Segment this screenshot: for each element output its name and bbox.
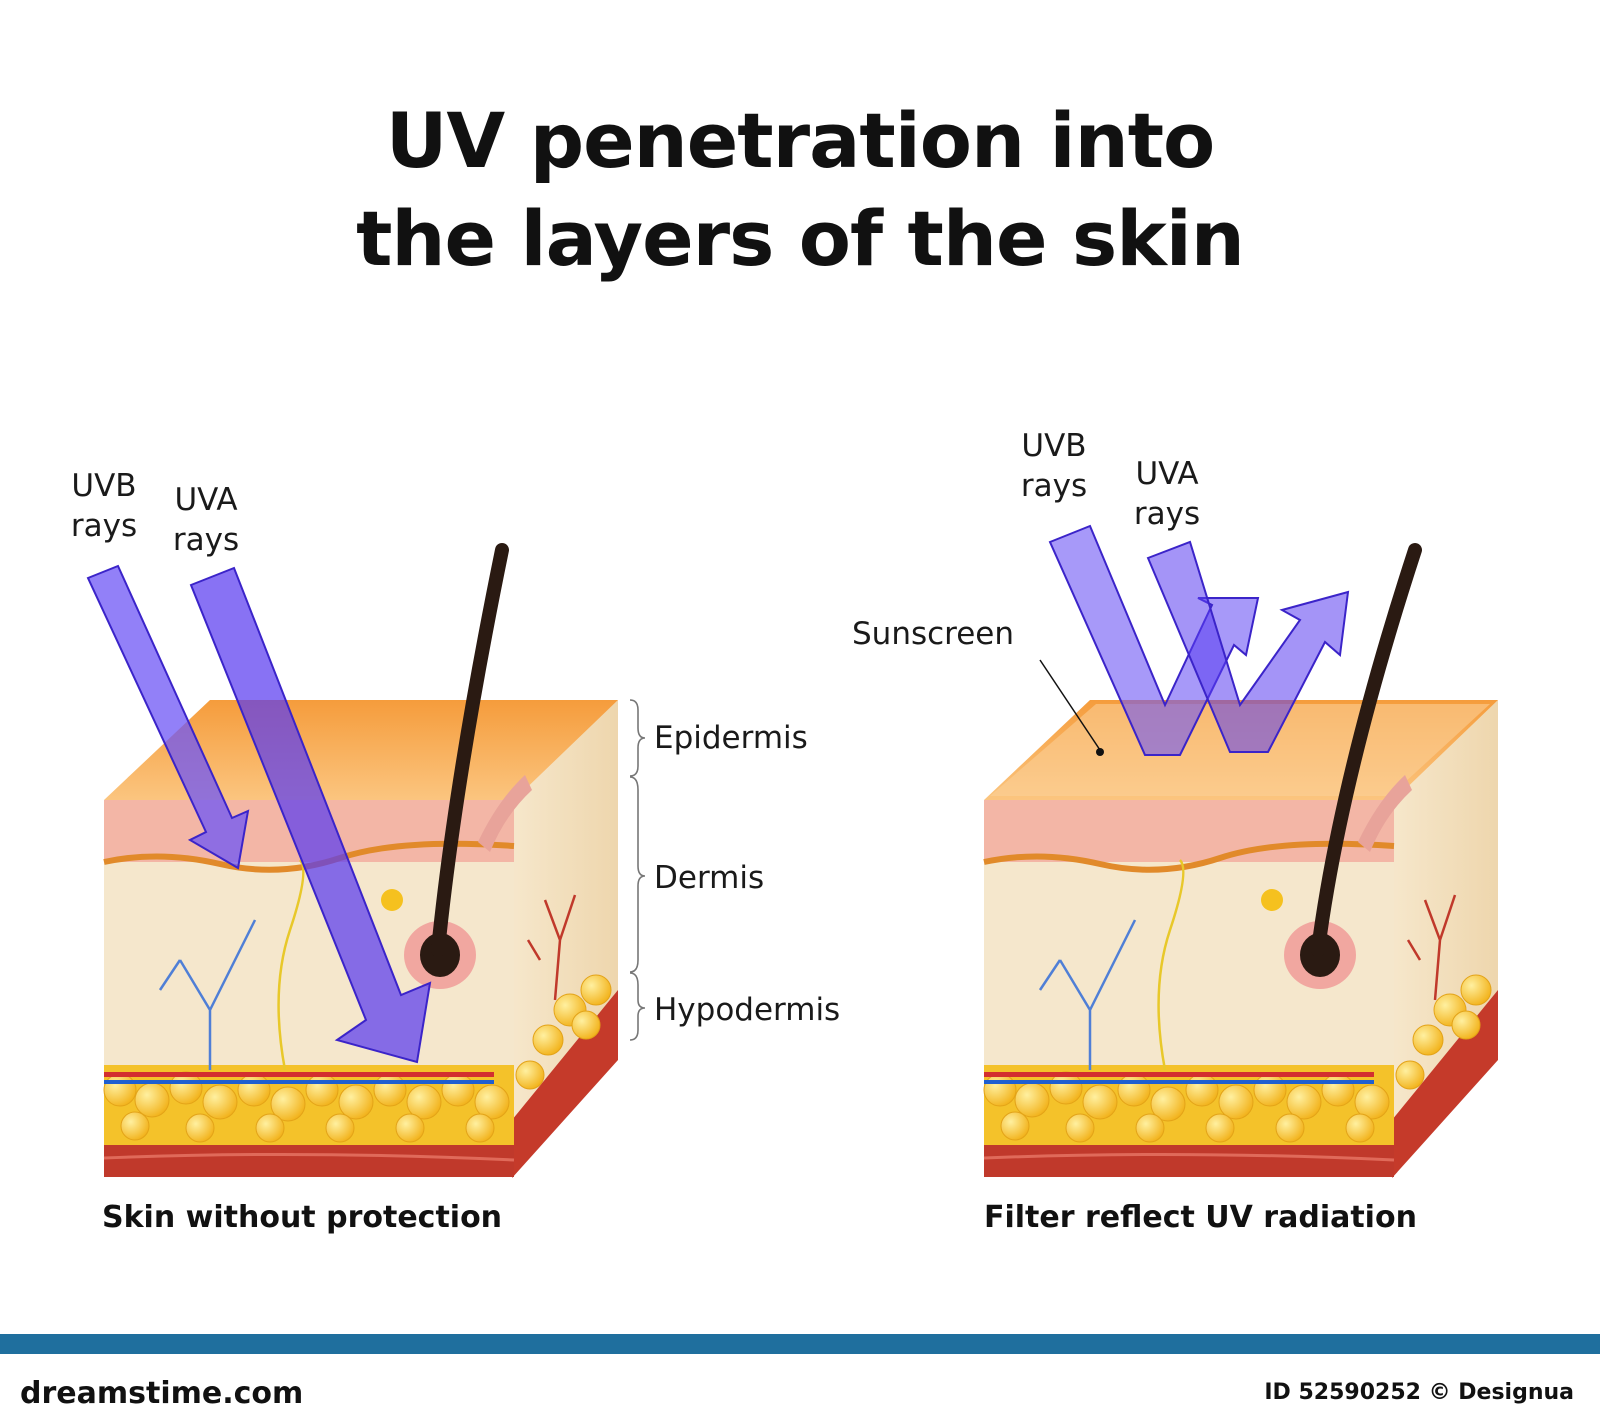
caption-left: Skin without protection — [102, 1200, 503, 1235]
fat-layer-left — [104, 1065, 514, 1145]
uva-label-right: UVA rays — [1133, 456, 1201, 532]
label-sunscreen: Sunscreen — [852, 616, 1015, 652]
uva-arrow-left — [189, 566, 432, 1064]
label-epidermis: Epidermis — [654, 720, 808, 756]
layer-braces — [629, 699, 646, 1041]
muscle-layer-left — [104, 1145, 514, 1177]
label-dermis: Dermis — [654, 860, 765, 896]
footer-bar — [0, 1334, 1600, 1354]
footer: dreamstime.com ID 52590252 © Designua — [0, 1334, 1600, 1426]
uv-rays-left — [86, 564, 432, 1064]
caption-right: Filter reflect UV radiation — [984, 1200, 1417, 1235]
footer-logo: dreamstime.com — [20, 1376, 304, 1411]
sunscreen-pointer — [1039, 659, 1101, 751]
uva-reflected-arrow — [1146, 540, 1350, 753]
skin-block-left — [103, 543, 618, 1178]
uvb-label-left: UVB rays — [70, 468, 138, 544]
skin-top-face-left — [104, 700, 618, 800]
footer-image-id: ID 52590252 © Designua — [1264, 1380, 1574, 1405]
hair-shaft-left — [431, 543, 509, 957]
title-line-1: UV penetration into — [385, 96, 1216, 185]
uvb-label-right: UVB rays — [1020, 428, 1088, 504]
page-title: UV penetration into the layers of the sk… — [0, 92, 1600, 288]
uva-label-left: UVA rays — [172, 482, 240, 558]
uvb-arrow-left — [86, 564, 250, 870]
title-line-2: the layers of the skin — [356, 194, 1245, 283]
sunscreen-pointer-dot — [1096, 748, 1104, 756]
label-hypodermis: Hypodermis — [654, 992, 841, 1028]
uv-rays-right — [1048, 524, 1350, 756]
